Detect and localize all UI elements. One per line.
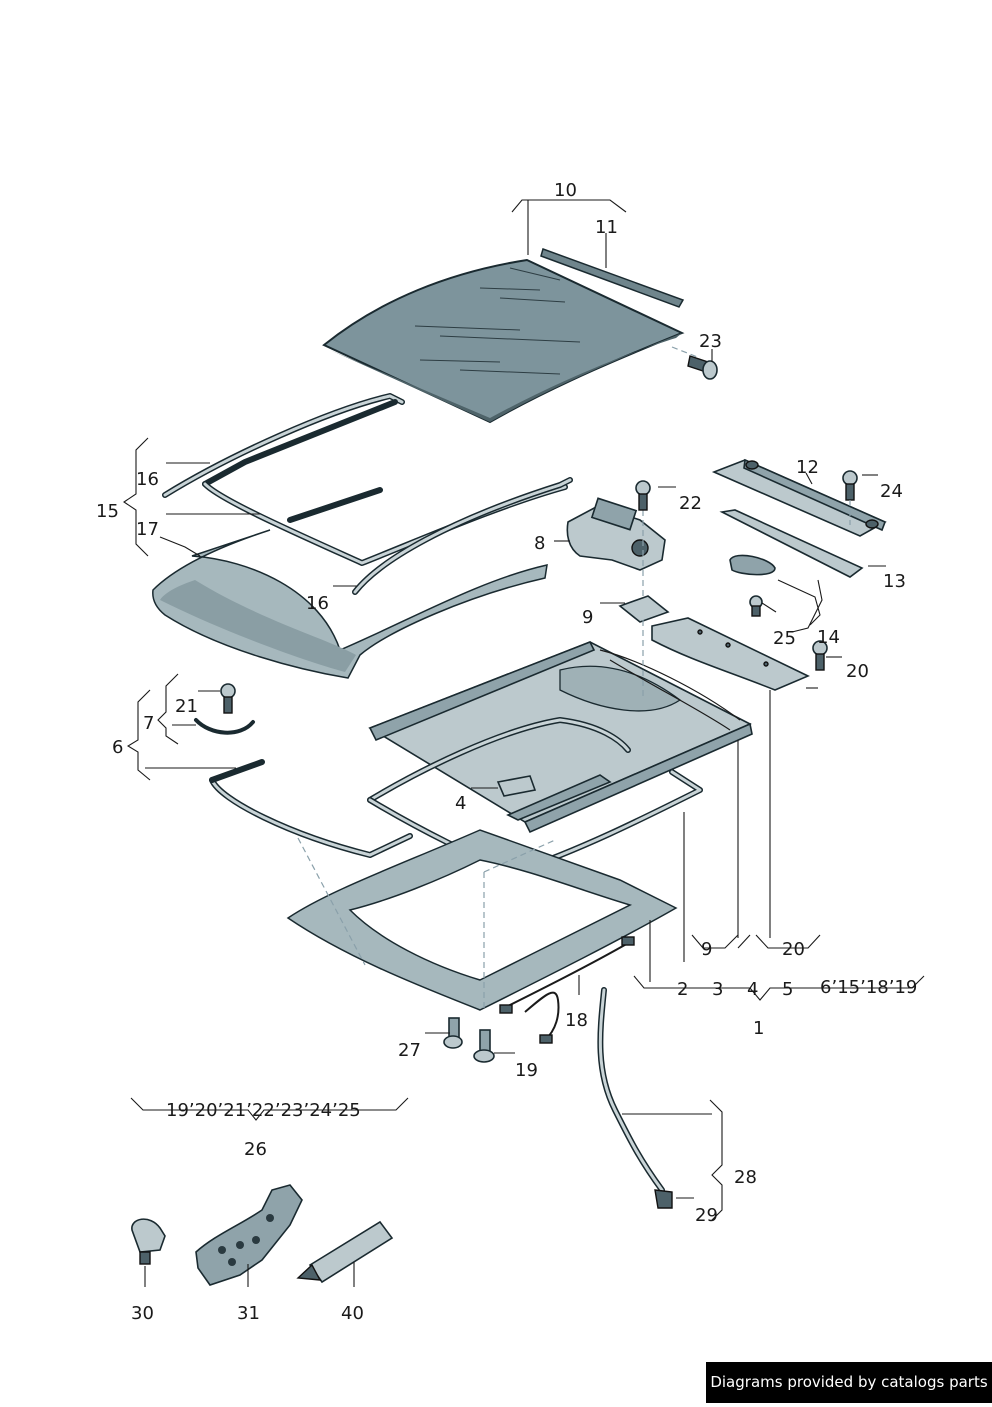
part-clip-4 <box>496 774 612 821</box>
part-headliner-frame <box>152 529 548 679</box>
label-18: 18 <box>565 1010 588 1031</box>
part-cable-7 <box>194 683 255 735</box>
part-bolt-19 <box>473 1029 495 1063</box>
label-14: 14 <box>817 627 840 648</box>
label-9-bracket: 9 <box>582 607 593 628</box>
label-30: 30 <box>131 1303 154 1324</box>
part-number-labels: 10 11 23 12 24 22 16 15 17 16 8 13 9 25 … <box>96 180 917 1324</box>
label-13: 13 <box>883 571 906 592</box>
label-12: 12 <box>796 457 819 478</box>
label-6: 6 <box>112 737 123 758</box>
part-screw-23 <box>671 346 718 380</box>
part-drain-hose-28 <box>597 987 673 1209</box>
part-roof-frame <box>286 829 678 1011</box>
part-wiring-18 <box>499 936 635 1044</box>
label-10: 10 <box>554 180 577 201</box>
part-bracket-31 <box>195 1184 303 1286</box>
part-mechanism-frame <box>368 620 753 834</box>
part-screw-22 <box>635 480 651 511</box>
part-guide-strip <box>719 509 864 578</box>
label-4-group: 4 <box>747 979 758 1000</box>
label-22: 22 <box>679 493 702 514</box>
label-2: 2 <box>677 979 688 1000</box>
label-40: 40 <box>341 1303 364 1324</box>
label-11: 11 <box>595 217 618 238</box>
leader-lines <box>123 199 925 1287</box>
part-seal-6 <box>209 759 413 858</box>
label-16-bottom: 16 <box>306 593 329 614</box>
part-screw-20 <box>812 640 828 671</box>
part-deflector-14 <box>651 617 810 691</box>
label-26: 26 <box>244 1139 267 1160</box>
label-20: 20 <box>846 661 869 682</box>
part-bracket-9 <box>618 595 670 623</box>
label-21: 21 <box>175 696 198 717</box>
label-5: 5 <box>782 979 793 1000</box>
part-seal-set <box>162 393 573 595</box>
part-drive-motor <box>566 497 666 600</box>
label-4: 4 <box>455 793 466 814</box>
label-16-top: 16 <box>136 469 159 490</box>
label-3: 3 <box>712 979 723 1000</box>
label-25: 25 <box>773 628 796 649</box>
part-glass-panel <box>322 258 685 424</box>
part-adhesive-tube-40 <box>296 1220 394 1284</box>
label-1: 1 <box>753 1018 764 1039</box>
label-27: 27 <box>398 1040 421 1061</box>
label-29: 29 <box>695 1205 718 1226</box>
label-15: 15 <box>96 501 119 522</box>
part-clip-30 <box>131 1218 166 1265</box>
part-cap-25 <box>729 554 776 617</box>
label-8: 8 <box>534 533 545 554</box>
part-deflector-strip <box>540 248 685 308</box>
attribution-banner: Diagrams provided by catalogs parts <box>706 1362 992 1403</box>
label-17: 17 <box>136 519 159 540</box>
part-screw-24 <box>842 470 858 525</box>
label-31: 31 <box>237 1303 260 1324</box>
label-23: 23 <box>699 331 722 352</box>
label-group-1-list: 6’15’18’19 <box>820 977 917 998</box>
label-group-26-list: 19’20’21’22’23’24’25 <box>166 1100 361 1121</box>
label-28: 28 <box>734 1167 757 1188</box>
part-bolt-27 <box>443 1017 463 1049</box>
label-20-group: 20 <box>782 939 805 960</box>
label-19: 19 <box>515 1060 538 1081</box>
label-24: 24 <box>880 481 903 502</box>
label-9-group: 9 <box>701 939 712 960</box>
label-7: 7 <box>143 713 154 734</box>
